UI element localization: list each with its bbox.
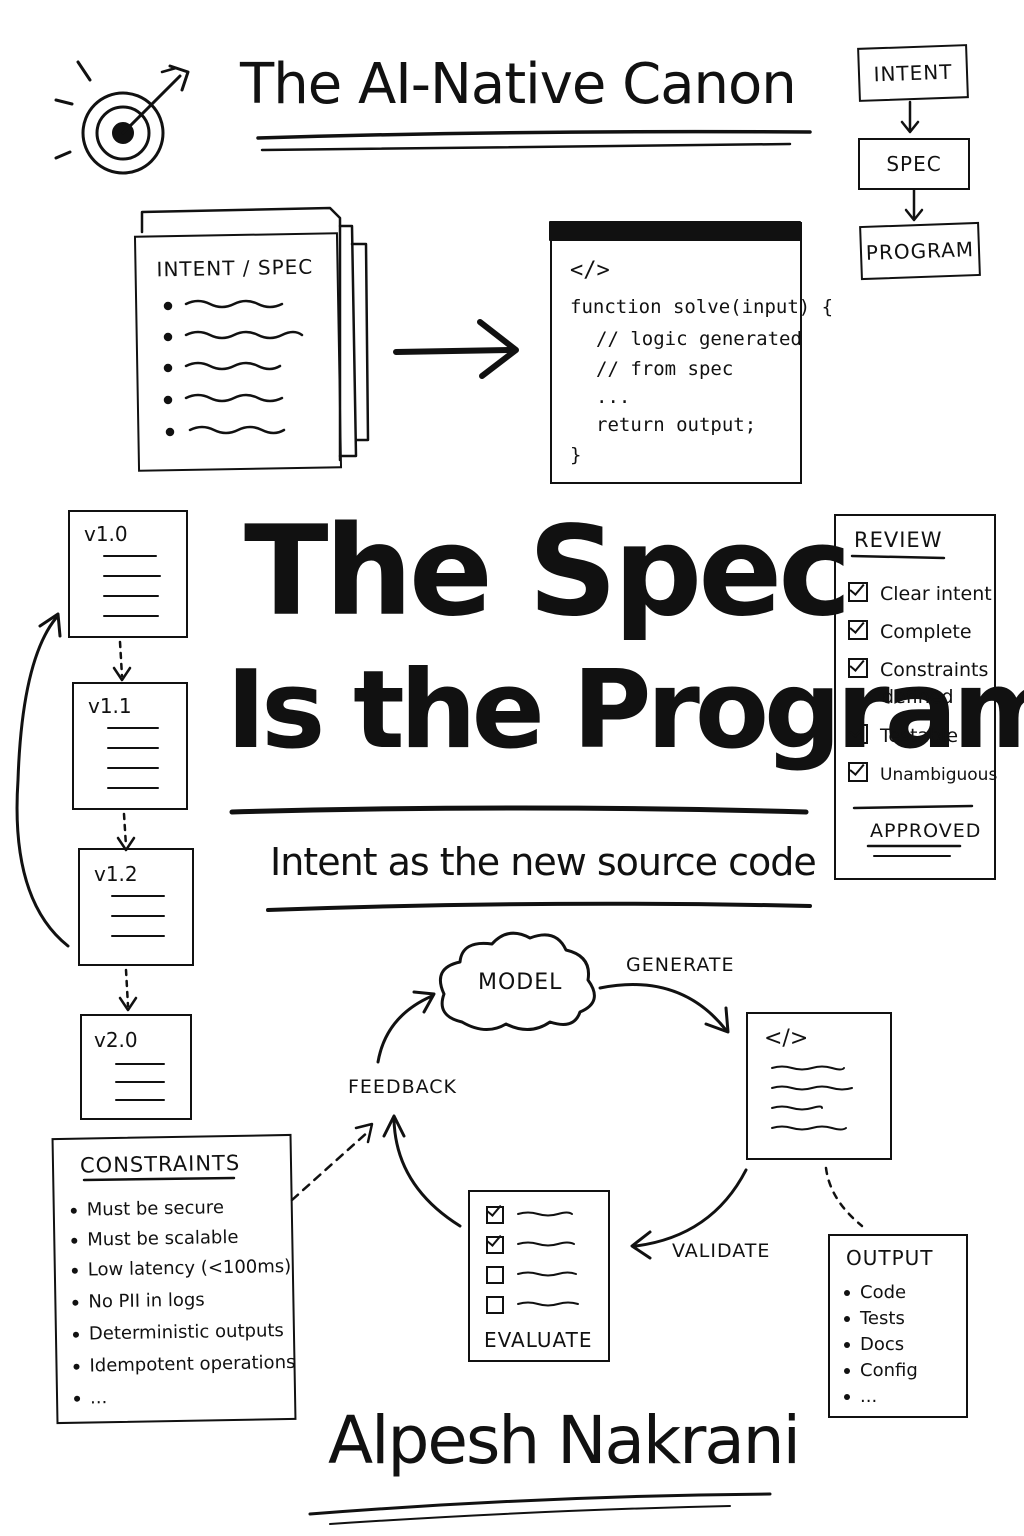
code-line: ... xyxy=(596,386,631,408)
code-window: </> function solve(input) { // logic gen… xyxy=(550,222,833,484)
code-line: // logic generated xyxy=(596,328,802,350)
version-label: v2.0 xyxy=(94,1028,138,1052)
flow-step-spec: SPEC xyxy=(858,138,970,190)
flow-step-label: SPEC xyxy=(886,152,942,176)
version-doc-v1-1: v1.1 xyxy=(72,682,188,810)
constraint-item: No PII in logs xyxy=(72,1289,205,1312)
code-line: function solve(input) { xyxy=(570,296,834,318)
generated-code-doc: </> xyxy=(746,1012,892,1160)
review-item-continued: defined xyxy=(882,686,954,708)
output-item: Config xyxy=(844,1360,918,1381)
checkbox-icon xyxy=(848,762,868,782)
author-name: Alpesh Nakrani xyxy=(328,1402,801,1479)
constraint-item: Low latency (<100ms) xyxy=(71,1256,292,1281)
code-tag: </> xyxy=(570,258,610,283)
cloud-icon xyxy=(439,931,596,1031)
constraints-title: CONSTRAINTS xyxy=(79,1150,241,1178)
main-title-line1: The Spec xyxy=(244,500,852,644)
code-tag: </> xyxy=(764,1026,809,1051)
version-label: v1.2 xyxy=(94,862,138,886)
version-doc-v1-2: v1.2 xyxy=(78,848,194,966)
review-panel: REVIEW Clear intent Complete Constraints… xyxy=(834,514,997,880)
constraint-item: Deterministic outputs xyxy=(72,1320,284,1345)
flow-step-program: PROGRAM xyxy=(859,221,981,281)
intent-spec-document: INTENT / SPEC xyxy=(133,232,343,472)
constraint-item: Must be scalable xyxy=(71,1227,239,1251)
review-title: REVIEW xyxy=(854,528,943,552)
target-icon xyxy=(54,60,190,175)
code-line: return output; xyxy=(596,414,757,436)
checkbox-icon xyxy=(848,724,868,744)
checkbox-icon xyxy=(486,1296,504,1314)
review-item: Testable xyxy=(848,724,958,747)
version-label: v1.0 xyxy=(84,522,128,546)
validate-label: VALIDATE xyxy=(672,1240,771,1262)
review-item: Complete xyxy=(848,620,972,643)
flow-step-intent: INTENT xyxy=(857,44,969,102)
version-doc-v2-0: v2.0 xyxy=(80,1014,192,1120)
canon-title: The AI-Native Canon xyxy=(240,52,797,117)
checkbox-icon xyxy=(486,1236,504,1254)
constraint-item: Must be secure xyxy=(70,1197,224,1221)
generate-label: GENERATE xyxy=(626,954,735,976)
output-title: OUTPUT xyxy=(846,1246,934,1270)
main-title-line2: Is the Program xyxy=(226,648,1024,773)
output-doc: OUTPUT Code Tests Docs Config ... xyxy=(828,1234,968,1418)
constraints-panel: CONSTRAINTS Must be secure Must be scala… xyxy=(51,1133,297,1425)
review-item-label: Complete xyxy=(880,621,972,643)
feedback-label: FEEDBACK xyxy=(348,1076,457,1098)
intent-spec-label: INTENT / SPEC xyxy=(156,254,314,282)
checkbox-icon xyxy=(486,1266,504,1284)
code-line: } xyxy=(570,444,582,466)
code-line: // from spec xyxy=(596,358,734,380)
output-item: Docs xyxy=(844,1334,904,1355)
version-label: v1.1 xyxy=(88,694,132,718)
checkbox-icon xyxy=(848,620,868,640)
review-item-label: Clear intent xyxy=(880,583,992,605)
flow-step-label: INTENT xyxy=(873,59,953,87)
review-item-label: Unambiguous xyxy=(880,765,998,785)
review-status: APPROVED xyxy=(870,820,982,842)
checkbox-icon xyxy=(848,582,868,602)
output-item: ... xyxy=(844,1386,877,1407)
checkbox-icon xyxy=(486,1206,504,1224)
output-item: Tests xyxy=(844,1308,905,1329)
output-item: Code xyxy=(844,1282,906,1303)
review-item: Unambiguous xyxy=(848,762,997,785)
review-item-label: Constraints xyxy=(880,659,989,681)
model-label: MODEL xyxy=(478,970,563,995)
main-subtitle: Intent as the new source code xyxy=(270,840,817,884)
checkbox-icon xyxy=(848,658,868,678)
constraint-item: Idempotent operations xyxy=(73,1352,296,1377)
constraint-item: ... xyxy=(74,1387,107,1409)
evaluate-label: EVALUATE xyxy=(484,1328,593,1352)
evaluate-doc: EVALUATE xyxy=(468,1190,610,1362)
version-doc-v1-0: v1.0 xyxy=(68,510,188,638)
review-item: Clear intent xyxy=(848,582,992,605)
review-item: Constraints xyxy=(848,658,988,681)
review-item-label: Testable xyxy=(880,725,959,747)
flow-step-label: PROGRAM xyxy=(865,237,975,265)
